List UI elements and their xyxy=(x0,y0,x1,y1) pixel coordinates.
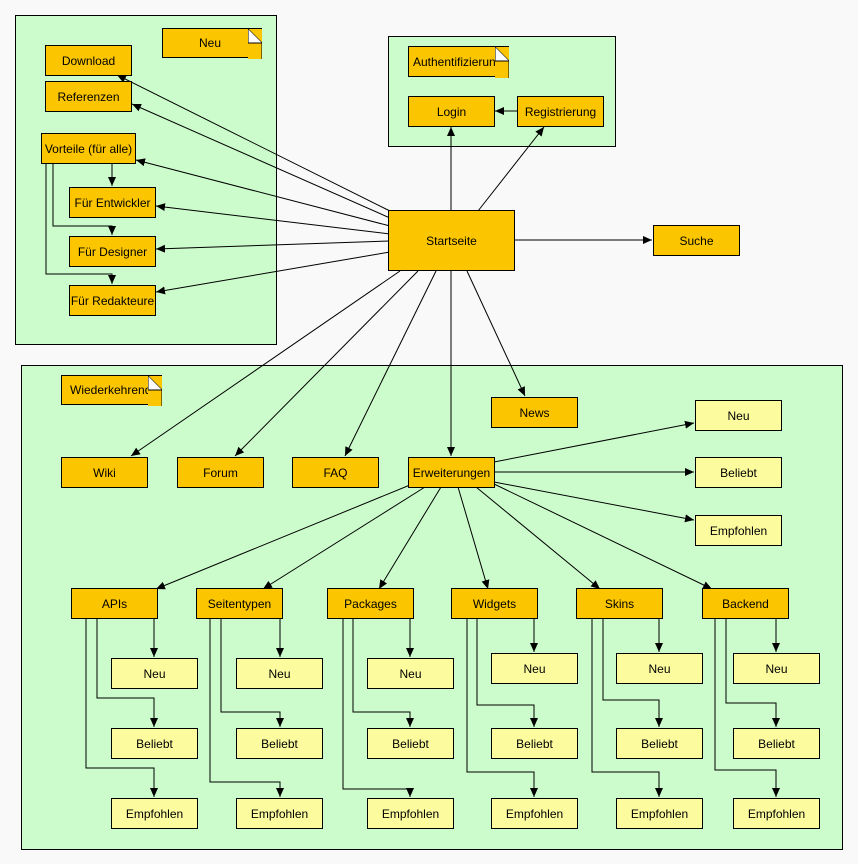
node-seitentypen-beliebt[interactable]: Beliebt xyxy=(236,728,323,759)
node-backend-beliebt[interactable]: Beliebt xyxy=(733,728,820,759)
node-suche[interactable]: Suche xyxy=(653,225,740,256)
node-backend-empfohlen[interactable]: Empfohlen xyxy=(733,798,820,829)
node-seitentypen-empfohlen[interactable]: Empfohlen xyxy=(236,798,323,829)
edge-backend-empfohlen xyxy=(714,617,780,797)
node-login[interactable]: Login xyxy=(408,96,495,127)
node-packages-beliebt[interactable]: Beliebt xyxy=(367,728,454,759)
node-designer[interactable]: Für Designer xyxy=(69,236,156,267)
edge-startseite-wiki xyxy=(130,270,401,457)
edge-startseite-designer xyxy=(155,240,391,253)
edge-startseite-news xyxy=(466,270,526,397)
node-skins-neu[interactable]: Neu xyxy=(616,653,703,684)
node-ext-beliebt[interactable]: Beliebt xyxy=(695,457,782,488)
node-faq[interactable]: FAQ xyxy=(292,457,379,488)
node-apis-neu[interactable]: Neu xyxy=(111,658,198,689)
edge-startseite-registrierung xyxy=(477,126,545,212)
node-seitentypen-neu[interactable]: Neu xyxy=(236,658,323,689)
node-startseite[interactable]: Startseite xyxy=(388,210,515,271)
node-skins-beliebt[interactable]: Beliebt xyxy=(616,728,703,759)
edge-erweiterungen-empfohlen xyxy=(493,481,695,523)
node-redakteure[interactable]: Für Redakteure xyxy=(69,285,156,316)
edge-startseite-download xyxy=(116,74,391,212)
node-forum[interactable]: Forum xyxy=(177,457,264,488)
node-skins[interactable]: Skins xyxy=(576,588,663,619)
edge-startseite-referenzen xyxy=(131,103,391,219)
note-wiederkehrend-label: Wiederkehrend xyxy=(70,383,152,397)
node-backend-neu[interactable]: Neu xyxy=(733,653,820,684)
edge-seitentypen-empfohlen xyxy=(209,617,284,797)
note-wiederkehrend: Wiederkehrend xyxy=(61,375,162,406)
edge-erweiterungen-backend xyxy=(493,483,713,590)
node-news[interactable]: News xyxy=(491,397,578,428)
node-download[interactable]: Download xyxy=(45,45,132,76)
edge-vorteile-designer xyxy=(52,162,116,235)
edge-erweiterungen-apis xyxy=(155,484,411,590)
node-apis-empfohlen[interactable]: Empfohlen xyxy=(111,798,198,829)
edge-vorteile-redakteure xyxy=(45,162,116,284)
edge-apis-empfohlen xyxy=(85,617,158,797)
edge-seitentypen-beliebt xyxy=(220,617,284,727)
edge-skins-beliebt xyxy=(602,617,663,727)
node-erweiterungen[interactable]: Erweiterungen xyxy=(408,457,495,488)
node-ext-empfohlen[interactable]: Empfohlen xyxy=(695,515,782,546)
edge-packages-empfohlen xyxy=(342,617,414,797)
edge-erweiterungen-widgets xyxy=(457,486,490,590)
node-widgets-beliebt[interactable]: Beliebt xyxy=(491,728,578,759)
node-widgets-neu[interactable]: Neu xyxy=(491,653,578,684)
note-fold-icon xyxy=(248,29,262,59)
edge-startseite-faq xyxy=(344,270,437,457)
node-registrierung[interactable]: Registrierung xyxy=(517,96,604,127)
node-wiki[interactable]: Wiki xyxy=(61,457,148,488)
node-apis-beliebt[interactable]: Beliebt xyxy=(111,728,198,759)
node-packages-neu[interactable]: Neu xyxy=(367,658,454,689)
edge-widgets-empfohlen xyxy=(466,617,538,797)
note-neu-label: Neu xyxy=(199,36,222,50)
node-packages[interactable]: Packages xyxy=(327,588,414,619)
node-seitentypen[interactable]: Seitentypen xyxy=(196,588,283,619)
note-fold-icon xyxy=(495,47,509,78)
edge-apis-beliebt xyxy=(96,617,158,727)
node-ext-neu[interactable]: Neu xyxy=(695,400,782,431)
node-apis[interactable]: APIs xyxy=(71,588,158,619)
node-skins-empfohlen[interactable]: Empfohlen xyxy=(616,798,703,829)
edge-startseite-vorteile xyxy=(135,158,391,227)
edge-erweiterungen-seitentypen xyxy=(262,486,426,590)
node-widgets-empfohlen[interactable]: Empfohlen xyxy=(491,798,578,829)
node-referenzen[interactable]: Referenzen xyxy=(45,81,132,112)
note-neu: Neu xyxy=(162,28,262,59)
edge-widgets-beliebt xyxy=(476,617,538,727)
edge-startseite-redakteure xyxy=(155,251,391,295)
edge-erweiterungen-packages xyxy=(378,486,442,590)
note-authentifizierung: Authentifizierung xyxy=(408,46,509,78)
note-authentifizierung-label: Authentifizierung xyxy=(413,54,503,69)
node-packages-empfohlen[interactable]: Empfohlen xyxy=(367,798,454,829)
node-widgets[interactable]: Widgets xyxy=(451,588,538,619)
note-fold-icon xyxy=(148,376,162,406)
edge-packages-beliebt xyxy=(352,617,414,727)
edge-skins-empfohlen xyxy=(591,617,663,797)
edge-backend-beliebt xyxy=(725,617,780,727)
edge-erweiterungen-neu xyxy=(493,420,695,463)
edge-erweiterungen-skins xyxy=(475,486,601,590)
node-entwickler[interactable]: Für Entwickler xyxy=(69,187,156,218)
edge-startseite-forum xyxy=(234,270,419,457)
node-vorteile[interactable]: Vorteile (für alle) xyxy=(41,133,136,164)
node-backend[interactable]: Backend xyxy=(702,588,789,619)
edge-startseite-entwickler xyxy=(155,203,391,235)
